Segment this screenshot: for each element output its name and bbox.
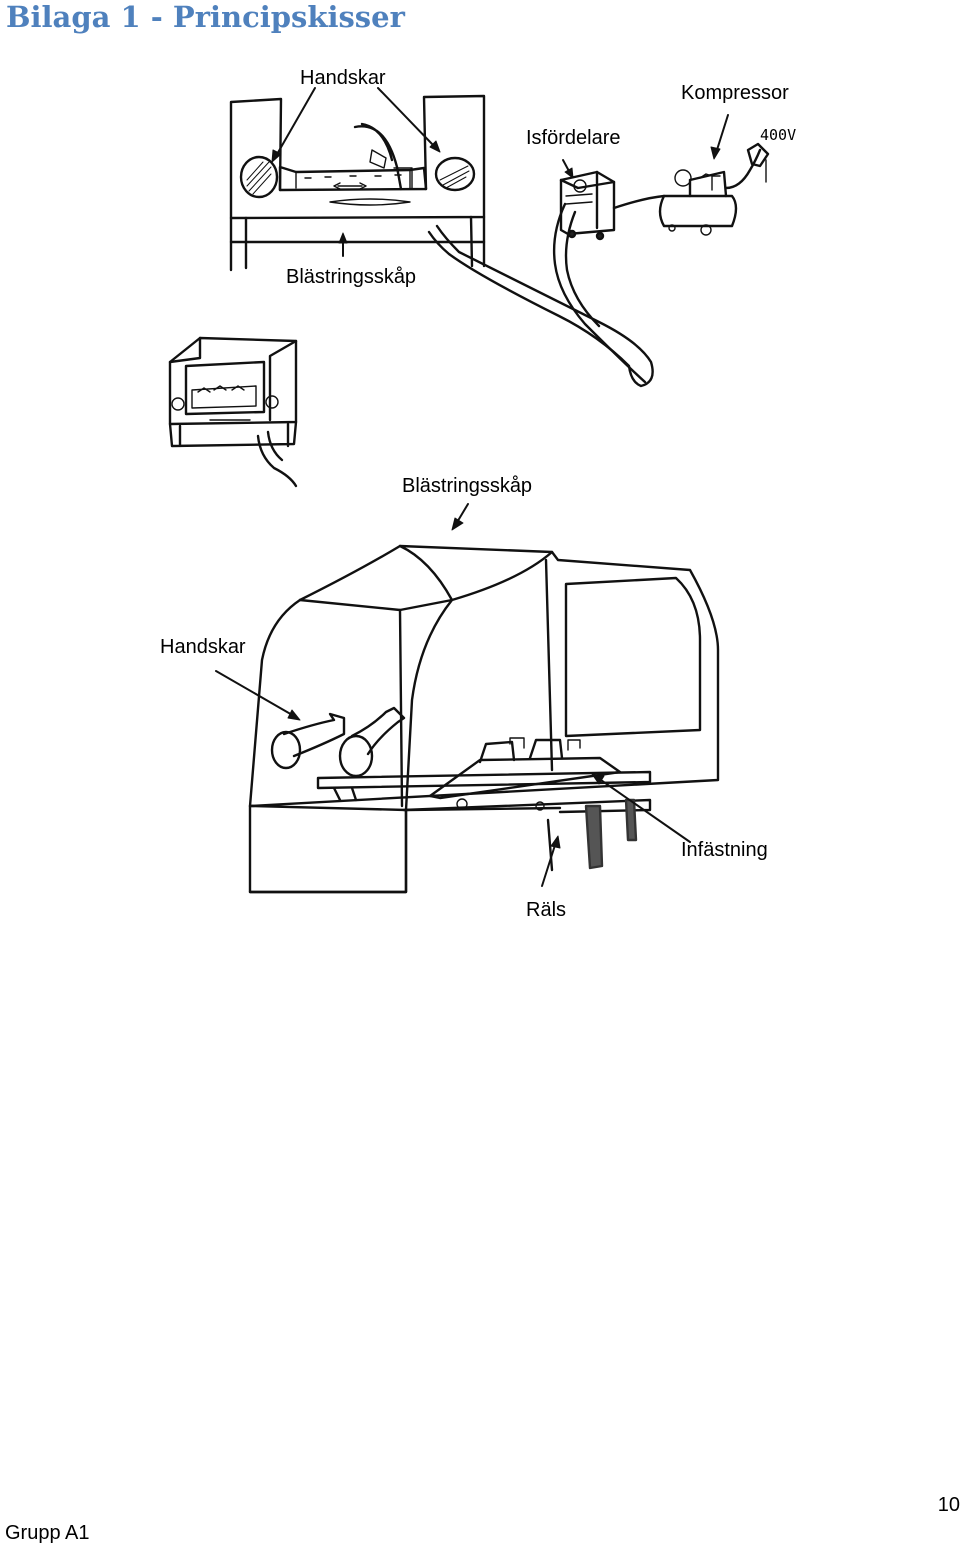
label-blastringsskap-bottom: Blästringsskåp	[402, 475, 533, 497]
label-infastning: Infästning	[681, 839, 768, 861]
ice-distributor-sketch	[552, 159, 666, 384]
blasting-cabinet-front-sketch	[229, 87, 654, 388]
label-isfordelare: Isfördelare	[526, 127, 621, 149]
page-number: 10	[937, 1494, 960, 1516]
label-handskar-bottom: Handskar	[160, 636, 246, 658]
footer-group-name: Grupp A1	[5, 1522, 90, 1544]
label-kompressor: Kompressor	[681, 82, 789, 104]
label-blastringsskap-top: Blästringsskåp	[286, 266, 417, 288]
compressor-sketch	[658, 114, 770, 236]
small-cabinet-sketch	[168, 336, 298, 488]
label-voltage: 400V	[760, 126, 797, 144]
label-handskar-top: Handskar	[300, 67, 386, 89]
page-heading: Bilaga 1 - Principskisser	[6, 0, 405, 34]
label-rals: Räls	[526, 899, 567, 921]
blasting-cabinet-rail-sketch	[215, 503, 720, 894]
